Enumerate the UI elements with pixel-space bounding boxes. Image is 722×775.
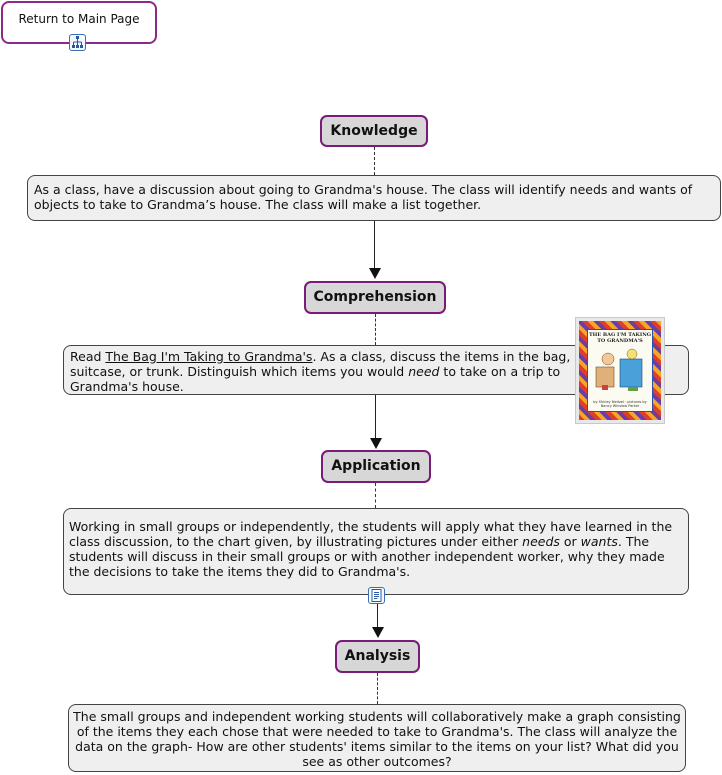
node-analysis[interactable]: Analysis [335, 640, 420, 673]
text-segment: to take on a trip to Grandma's house. [70, 364, 561, 394]
book-illustration-icon [595, 348, 643, 391]
arrow-down-icon [372, 627, 384, 638]
node-comprehension[interactable]: Comprehension [304, 281, 446, 314]
arrow-down-icon [370, 438, 382, 449]
text-segment: . As a class, discuss the items in the b… [70, 349, 571, 379]
node-knowledge[interactable]: Knowledge [320, 115, 428, 147]
node-analysis-label: Analysis [344, 648, 411, 664]
node-application-label: Application [331, 458, 421, 474]
connector-dashed [375, 483, 376, 508]
analysis-description-text: The small groups and independent working… [73, 709, 681, 769]
book-cover-image[interactable]: THE BAG I'M TAKING TO GRANDMA'S by Shirl… [575, 317, 665, 424]
document-icon[interactable] [368, 587, 385, 604]
book-cover-author: by Shirley Neitzel · pictures by Nancy W… [593, 400, 647, 408]
knowledge-description: As a class, have a discussion about goin… [27, 175, 721, 221]
book-cover-page: THE BAG I'M TAKING TO GRANDMA'S by Shirl… [587, 329, 653, 412]
concept-map-icon[interactable] [69, 34, 86, 51]
book-title-link[interactable]: The Bag I'm Taking to Grandma's [105, 349, 313, 364]
analysis-description: The small groups and independent working… [68, 704, 686, 772]
text-segment: or [559, 534, 581, 549]
connector-dashed [375, 314, 376, 345]
emphasis-needs: needs [522, 534, 560, 549]
arrow-down-icon [369, 268, 381, 279]
knowledge-description-text: As a class, have a discussion about goin… [34, 182, 693, 212]
book-cover-border: THE BAG I'M TAKING TO GRANDMA'S by Shirl… [579, 321, 661, 420]
connector-dashed [377, 673, 378, 704]
return-to-main-label: Return to Main Page [18, 12, 140, 26]
emphasis-wants: wants [580, 534, 618, 549]
node-knowledge-label: Knowledge [330, 123, 418, 139]
connector-line [377, 604, 378, 627]
node-comprehension-label: Comprehension [313, 289, 437, 305]
text-segment: Read [70, 349, 106, 364]
node-application[interactable]: Application [321, 450, 431, 483]
text-segment: . The students will discuss in their sma… [69, 534, 665, 579]
connector-line [374, 221, 375, 268]
emphasis-need: need [408, 364, 440, 379]
text-segment: Working in small groups or independently… [69, 519, 673, 549]
book-cover-title: THE BAG I'M TAKING TO GRANDMA'S [588, 332, 652, 344]
application-description: Working in small groups or independently… [63, 508, 689, 595]
connector-line [375, 395, 376, 438]
connector-dashed [374, 147, 375, 175]
